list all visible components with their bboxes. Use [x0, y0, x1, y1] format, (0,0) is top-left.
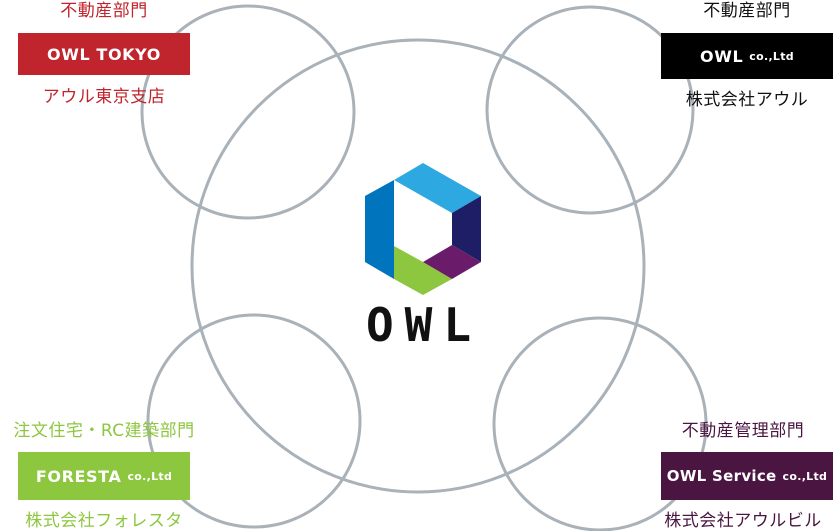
logo-face-right	[452, 196, 481, 262]
company-name: 株式会社アウル	[685, 90, 809, 110]
ring-top-left	[140, 4, 356, 220]
department-label: 不動産部門	[703, 1, 791, 21]
logo-face-bottom-right	[423, 245, 481, 279]
company-badge[interactable]: FORESTA co.,Ltd	[18, 452, 190, 500]
badge-name: OWL	[700, 46, 744, 66]
badge-suffix: co.,Ltd	[749, 49, 794, 63]
central-ring	[190, 38, 646, 494]
company-badge[interactable]: OWL co.,Ltd	[661, 33, 833, 79]
badge-suffix: co.,Ltd	[782, 469, 828, 483]
logo-face-left	[365, 180, 394, 279]
ring-top-right	[485, 5, 695, 215]
badge-name: OWL Service	[666, 467, 777, 485]
department-label: 注文住宅・RC建築部門	[13, 421, 195, 441]
company-badge[interactable]: OWL Service co.,Ltd	[661, 452, 833, 500]
ring-bottom-left	[146, 313, 362, 529]
company-owl-tokyo: 不動産部門 OWL TOKYO アウル東京支店	[18, 3, 190, 106]
logo-wordmark: OWL	[365, 298, 483, 352]
badge-name: FORESTA	[35, 466, 122, 486]
company-foresta: 注文住宅・RC建築部門 FORESTA co.,Ltd 株式会社フォレスタ	[0, 423, 208, 530]
company-name: 株式会社フォレスタ	[25, 511, 183, 531]
logo-face-top	[394, 163, 481, 213]
company-name: 株式会社アウルビル	[664, 511, 822, 531]
owl-logo-icon	[365, 163, 481, 295]
company-owl-co: 不動産部門 OWL co.,Ltd 株式会社アウル	[661, 3, 833, 109]
logo-face-bottom-left	[394, 246, 452, 295]
badge-name: OWL TOKYO	[47, 44, 161, 64]
company-owl-service: 不動産管理部門 OWL Service co.,Ltd 株式会社アウルビル	[650, 423, 836, 530]
badge-suffix: co.,Ltd	[127, 469, 173, 483]
ring-bottom-right	[492, 316, 708, 531]
department-label: 不動産管理部門	[681, 421, 805, 441]
company-badge[interactable]: OWL TOKYO	[18, 33, 190, 75]
department-label: 不動産部門	[60, 1, 148, 21]
company-name: アウル東京支店	[42, 87, 166, 107]
